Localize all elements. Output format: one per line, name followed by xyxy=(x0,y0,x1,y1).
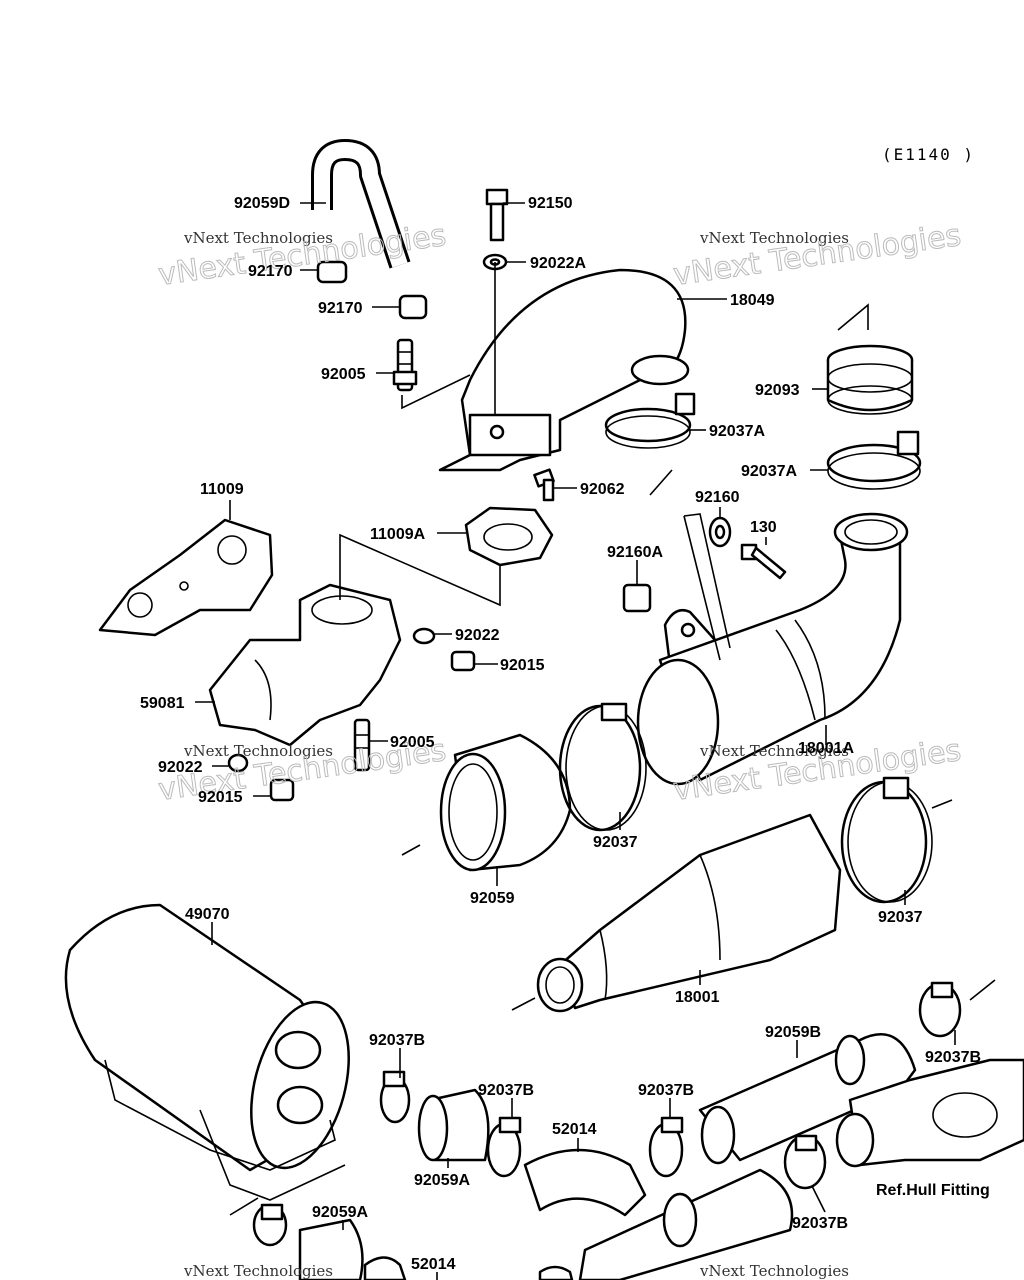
svg-text:vNext Technologies: vNext Technologies xyxy=(699,742,849,760)
label-92059b: 92059B xyxy=(765,1024,821,1041)
washer-92160 xyxy=(708,516,732,548)
watermark-5: vNext Technologies xyxy=(183,1262,333,1280)
boot-92059 xyxy=(439,733,572,872)
label-92037-b: 92037 xyxy=(878,909,923,926)
bolt-92150 xyxy=(485,188,509,242)
label-92022a: 92022A xyxy=(530,255,586,272)
bolt-92062 xyxy=(533,468,555,502)
label-49070: 49070 xyxy=(185,906,230,923)
svg-text:vNext Technologies: vNext Technologies xyxy=(183,742,333,760)
hull-fitting xyxy=(835,1058,1024,1168)
label-92170-b: 92170 xyxy=(318,300,363,317)
label-92037b-a: 92037B xyxy=(369,1032,425,1049)
nut-92015-upper xyxy=(450,650,476,672)
hose-92059b xyxy=(698,1033,917,1165)
label-52014-a: 52014 xyxy=(552,1121,597,1138)
svg-text:vNext Technologies: vNext Technologies xyxy=(183,229,333,247)
nut-92015-lower xyxy=(269,778,295,802)
clamp-92037a-right xyxy=(826,430,922,490)
figure-code: (E1140 ) xyxy=(882,145,975,164)
label-92005-a: 92005 xyxy=(321,366,366,383)
clamp-92037-middle xyxy=(558,702,647,832)
clamp-92037a-left xyxy=(604,392,696,449)
leader-lines xyxy=(195,202,996,1280)
elbow-pipe-18049 xyxy=(438,268,690,472)
manifold-59081 xyxy=(208,583,402,747)
label-92022-a: 92022 xyxy=(455,627,500,644)
gasket-11009 xyxy=(98,518,274,637)
label-92062: 92062 xyxy=(580,481,625,498)
svg-text:vNext Technologies: vNext Technologies xyxy=(699,229,849,247)
label-59081: 59081 xyxy=(140,695,185,712)
muffler-49070 xyxy=(64,903,350,1201)
label-92093: 92093 xyxy=(755,382,800,399)
label-92170-a: 92170 xyxy=(248,263,293,280)
label-92059d: 92059D xyxy=(234,195,290,212)
svg-text:vNext Technologies: vNext Technologies xyxy=(183,1262,333,1280)
label-11009: 11009 xyxy=(200,481,244,498)
label-92037a-b: 92037A xyxy=(741,463,797,480)
label-92059a-a: 92059A xyxy=(414,1172,470,1189)
elbow-52014-upper xyxy=(523,1148,647,1217)
watermark-1: vNext Technologies vNext Technologies xyxy=(156,217,449,293)
label-92160a: 92160A xyxy=(607,544,663,561)
svg-text:vNext Technologies: vNext Technologies xyxy=(699,1262,849,1280)
nut-92160a xyxy=(622,583,652,613)
hose-lower-right xyxy=(578,1168,794,1280)
label-92037b-e: 92037B xyxy=(792,1215,848,1232)
part-labels: 92059D 92170 92170 92005 92150 92022A 18… xyxy=(140,195,990,1273)
watermark-2: vNext Technologies vNext Technologies xyxy=(671,217,964,293)
washer-92022-upper xyxy=(412,627,436,645)
label-92015-a: 92015 xyxy=(500,657,545,674)
clamp-92037b-6 xyxy=(252,1203,288,1247)
label-ref-hull-fitting: Ref.Hull Fitting xyxy=(876,1182,990,1199)
clamp-92037b-2 xyxy=(486,1116,522,1178)
clamp-92037b-4 xyxy=(918,981,962,1038)
gasket-11009a xyxy=(464,506,554,567)
label-18001: 18001 xyxy=(675,989,720,1006)
expansion-chamber-18001a xyxy=(636,512,909,786)
clamp-92037b-3 xyxy=(648,1116,684,1178)
watermark-6: vNext Technologies xyxy=(699,1262,849,1280)
hose-92059a-upper xyxy=(417,1088,490,1162)
nipple-92005-lower xyxy=(353,718,371,772)
clamp-92037b-5 xyxy=(783,1134,827,1190)
elbow-52014-lower xyxy=(363,1256,574,1280)
label-18049: 18049 xyxy=(730,292,775,309)
label-11009a: 11009A xyxy=(370,526,426,543)
label-92037b-d: 92037B xyxy=(925,1049,981,1066)
label-92059: 92059 xyxy=(470,890,515,907)
label-92022-b: 92022 xyxy=(158,759,203,776)
label-92150: 92150 xyxy=(528,195,573,212)
bolt-130 xyxy=(740,543,787,580)
label-92037b-c: 92037B xyxy=(638,1082,694,1099)
nipple-92005-upper xyxy=(392,338,418,392)
clamp-92170-upper xyxy=(316,260,348,284)
label-18001a: 18001A xyxy=(798,740,854,757)
clamp-92037-right xyxy=(840,776,933,904)
label-52014-b: 52014 xyxy=(411,1256,456,1273)
hose-92059d xyxy=(311,139,411,269)
clamp-92037b-1 xyxy=(379,1070,411,1124)
washer-92022-lower xyxy=(227,753,249,773)
label-92037a-a: 92037A xyxy=(709,423,765,440)
label-92005-b: 92005 xyxy=(390,734,435,751)
label-92160: 92160 xyxy=(695,489,740,506)
label-92037-a: 92037 xyxy=(593,834,638,851)
label-92037b-b: 92037B xyxy=(478,1082,534,1099)
cone-pipe-18001 xyxy=(536,813,842,1013)
clamp-92170-lower xyxy=(398,294,428,320)
label-92059a-b: 92059A xyxy=(312,1204,368,1221)
label-130: 130 xyxy=(750,519,777,536)
label-92015-b: 92015 xyxy=(198,789,243,806)
boot-92093 xyxy=(826,344,914,415)
